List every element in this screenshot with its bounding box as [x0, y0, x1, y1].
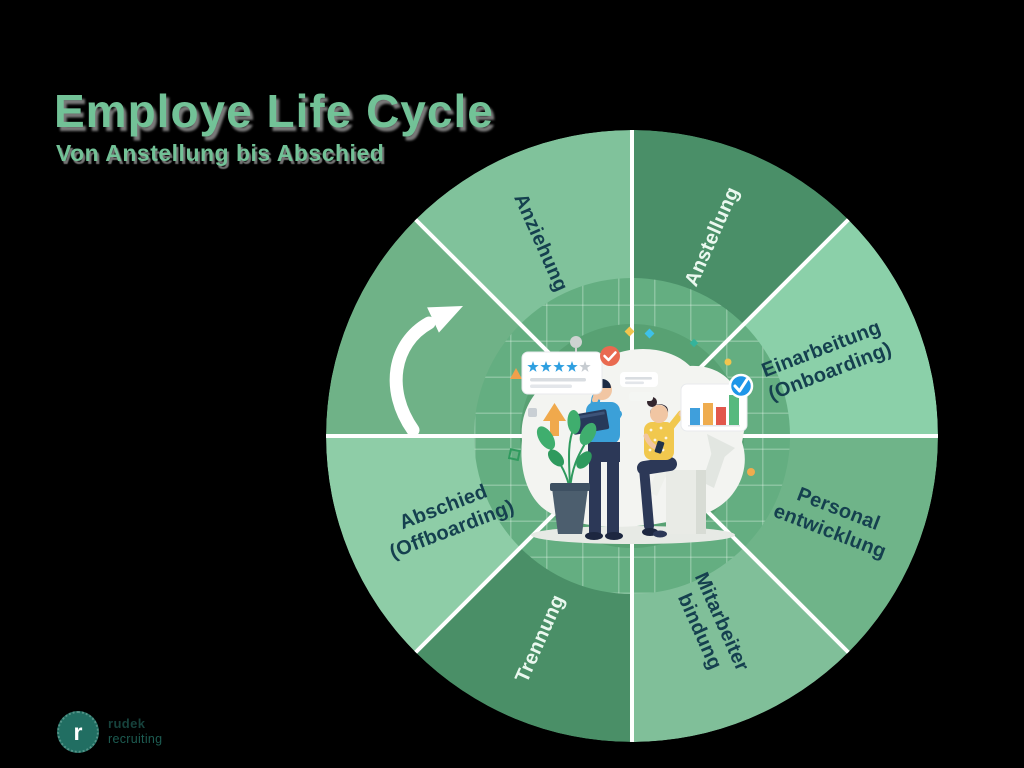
- speech-bubble: [620, 372, 658, 401]
- logo-mark: r: [57, 711, 99, 753]
- laptop-icon: [570, 409, 610, 435]
- logo-mark-letter: r: [73, 718, 83, 745]
- approved-badge-icon: [600, 346, 620, 366]
- chart-card: [680, 373, 754, 432]
- page-subtitle: Von Anstellung bis Abschied: [56, 140, 385, 166]
- check-badge-icon: [728, 373, 754, 399]
- cycle-arrow-icon: [389, 306, 463, 437]
- logo-type: recruiting: [108, 732, 163, 747]
- woman-figure: [637, 397, 706, 538]
- center-illustration: [507, 326, 755, 544]
- plant: [536, 410, 597, 534]
- up-arrow-icon: [543, 403, 566, 436]
- logo: r rudek recruiting: [57, 711, 162, 753]
- rating-card: [521, 351, 603, 395]
- logo-name: rudek: [108, 716, 146, 732]
- page-title: Employe Life Cycle: [54, 85, 494, 137]
- growth-arrow-icon: [702, 434, 735, 488]
- employee-lifecycle-wheel: Anstellung Einarbeitung(Onboarding) Pers…: [326, 130, 938, 742]
- phone-icon: [654, 440, 665, 454]
